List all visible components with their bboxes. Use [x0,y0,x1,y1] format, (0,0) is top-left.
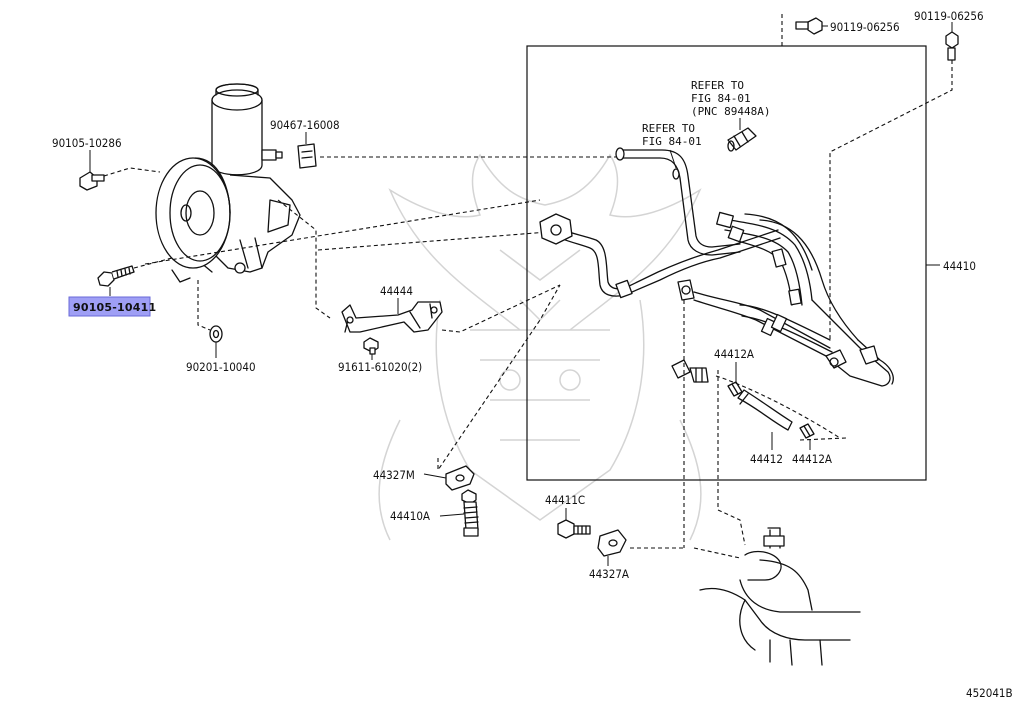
refer-note-1-line-1: REFER TO [691,79,744,92]
callout-90105-10411[interactable]: 90105-10411 [73,301,156,314]
callout-44444[interactable]: 44444 [380,284,413,298]
pressure-hose-assembly [539,147,894,387]
callout-90105-10286[interactable]: 90105-10286 [52,136,122,150]
hose-44412 [737,389,793,431]
callout-44410A[interactable]: 44410A [390,509,430,523]
bolt-90119-06256-a [795,17,823,35]
washer-90201-10040 [209,325,223,343]
bolt-90105-10411 [97,265,135,287]
refer-note-2-line-2: FIG 84-01 [642,135,702,148]
callout-44410[interactable]: 44410 [943,259,976,273]
bracket-44444 [341,301,443,333]
clamp-44412A-top [727,381,743,397]
figure-code: 452041B [966,686,1013,700]
bracket-44327M [445,465,475,491]
bolt-90119-06256-b [945,31,959,61]
refer-note-2-line-1: REFER TO [642,122,695,135]
bolt-44410A [461,489,479,537]
callout-90119-06256-b[interactable]: 90119-06256 [914,9,984,23]
bolt-44411C [557,519,591,539]
callout-90119-06256-a[interactable]: 90119-06256 [830,20,900,34]
highlight-box [68,296,151,317]
steering-gear-housing [699,527,861,666]
bolt-90105-10286 [79,171,105,191]
callout-44411C[interactable]: 44411C [545,493,585,507]
callout-44412A-bottom[interactable]: 44412A [792,452,832,466]
callout-44327A[interactable]: 44327A [589,567,629,581]
power-steering-pump [155,83,301,283]
refer-note-1-line-2: FIG 84-01 [691,92,751,105]
callout-91611-61020[interactable]: 91611-61020(2) [338,360,422,374]
bracket-44327A [597,529,627,557]
callout-90201-10040[interactable]: 90201-10040 [186,360,256,374]
watermark-logo [378,153,702,541]
clamp-44412A-bottom [799,423,815,439]
bolt-91611-61020 [363,337,379,355]
callout-44412A-top[interactable]: 44412A [714,347,754,361]
refer-note-1-line-3: (PNC 89448A) [691,105,770,118]
callout-90467-16008[interactable]: 90467-16008 [270,118,340,132]
assembly-box [526,45,927,481]
sensor-fitting-89448A [727,127,757,152]
callout-44412[interactable]: 44412 [750,452,783,466]
callout-44327M[interactable]: 44327M [373,468,415,482]
union-fitting [671,359,709,383]
clip-90467-16008 [297,143,317,169]
